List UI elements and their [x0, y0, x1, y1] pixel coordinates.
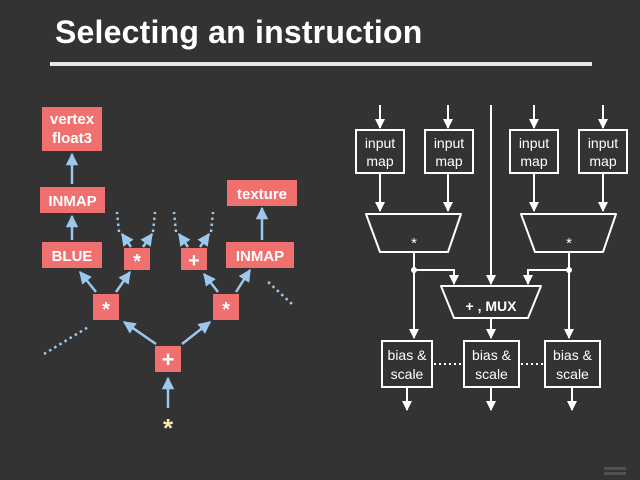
- bias-scale-1: bias & scale: [381, 340, 433, 388]
- svg-text:bias &: bias &: [553, 347, 593, 363]
- svg-text:input: input: [365, 135, 395, 151]
- edge-add-to-mul-left: [122, 320, 157, 346]
- node-blue: BLUE: [42, 242, 102, 268]
- svg-text:+: +: [162, 347, 175, 372]
- title-rule: [50, 62, 592, 66]
- bias-scale-3: bias & scale: [544, 340, 601, 388]
- svg-text:BLUE: BLUE: [52, 248, 93, 265]
- svg-text:*: *: [102, 299, 110, 321]
- node-mul-small: *: [124, 248, 150, 273]
- node-vertex-float3: vertex float3: [42, 107, 102, 151]
- svg-text:texture: texture: [237, 186, 287, 203]
- wire-mul-left-to-mux: [414, 269, 459, 285]
- edge-mulsmall-to-right: [140, 232, 154, 248]
- multiplier-unit-left: *: [365, 213, 462, 253]
- junction-dot-left: [411, 267, 417, 273]
- multiplier-unit-right: *: [520, 213, 617, 253]
- svg-text:*: *: [222, 299, 230, 321]
- dotted-edge-addsmall-right: [209, 211, 215, 233]
- edge-mulleft-to-blue: [79, 271, 97, 293]
- edge-addsmall-to-left: [177, 232, 191, 248]
- svg-text:*: *: [411, 235, 417, 252]
- dotted-edge-left-in: [43, 324, 91, 356]
- corner-logo-mark: [604, 467, 626, 475]
- svg-text:input: input: [434, 135, 464, 151]
- edge-mulsmall-to-left: [120, 232, 134, 248]
- node-vertex-line1: vertex: [50, 111, 95, 128]
- svg-text:map: map: [366, 153, 393, 169]
- svg-text:INMAP: INMAP: [48, 193, 96, 210]
- edge-add-to-mul-right: [181, 321, 211, 345]
- pipeline-diagram: [375, 105, 608, 411]
- dotted-edge-addsmall-left: [172, 211, 178, 233]
- edge-mulleft-to-mulsmall: [114, 270, 132, 293]
- slide-title: Selecting an instruction: [55, 14, 423, 50]
- svg-text:*: *: [133, 251, 141, 273]
- wire-mul-right-to-mux: [523, 269, 569, 285]
- svg-text:map: map: [435, 153, 462, 169]
- input-map-3: input map: [509, 129, 559, 174]
- node-add-root: +: [155, 346, 181, 372]
- input-map-4: input map: [578, 129, 628, 174]
- input-map-1: input map: [355, 129, 405, 174]
- node-texture: texture: [227, 180, 297, 206]
- svg-text:+: +: [188, 250, 200, 272]
- edge-addsmall-to-right: [197, 232, 211, 248]
- node-vertex-line2: float3: [52, 130, 92, 147]
- svg-text:scale: scale: [391, 366, 424, 382]
- svg-text:bias &: bias &: [472, 347, 512, 363]
- svg-text:scale: scale: [475, 366, 508, 382]
- svg-text:map: map: [589, 153, 616, 169]
- dotted-edge-right-in: [265, 279, 293, 305]
- edge-mulright-to-addsmall: [203, 273, 219, 293]
- edge-mulright-to-inmap: [234, 268, 252, 293]
- bias-scale-2: bias & scale: [463, 340, 520, 388]
- node-inmap-right: INMAP: [226, 242, 294, 268]
- svg-text:*: *: [566, 235, 572, 252]
- node-mul-left: *: [93, 294, 119, 321]
- node-mul-right: *: [213, 294, 239, 321]
- junction-dot-right: [566, 267, 572, 273]
- svg-text:bias &: bias &: [388, 347, 428, 363]
- node-inmap-left: INMAP: [40, 187, 105, 213]
- svg-text:INMAP: INMAP: [236, 248, 284, 265]
- root-input-star: *: [163, 413, 174, 443]
- svg-text:input: input: [519, 135, 549, 151]
- instruction-tree: [43, 152, 293, 408]
- dotted-edge-mulsmall-right: [151, 211, 157, 233]
- svg-text:input: input: [588, 135, 618, 151]
- node-add-small: +: [181, 248, 207, 272]
- input-map-2: input map: [424, 129, 474, 174]
- add-mux-unit: + , MUX: [440, 285, 542, 319]
- dotted-edge-mulsmall-left: [115, 211, 121, 233]
- svg-text:scale: scale: [556, 366, 589, 382]
- svg-text:map: map: [520, 153, 547, 169]
- svg-text:+ , MUX: + , MUX: [466, 298, 518, 314]
